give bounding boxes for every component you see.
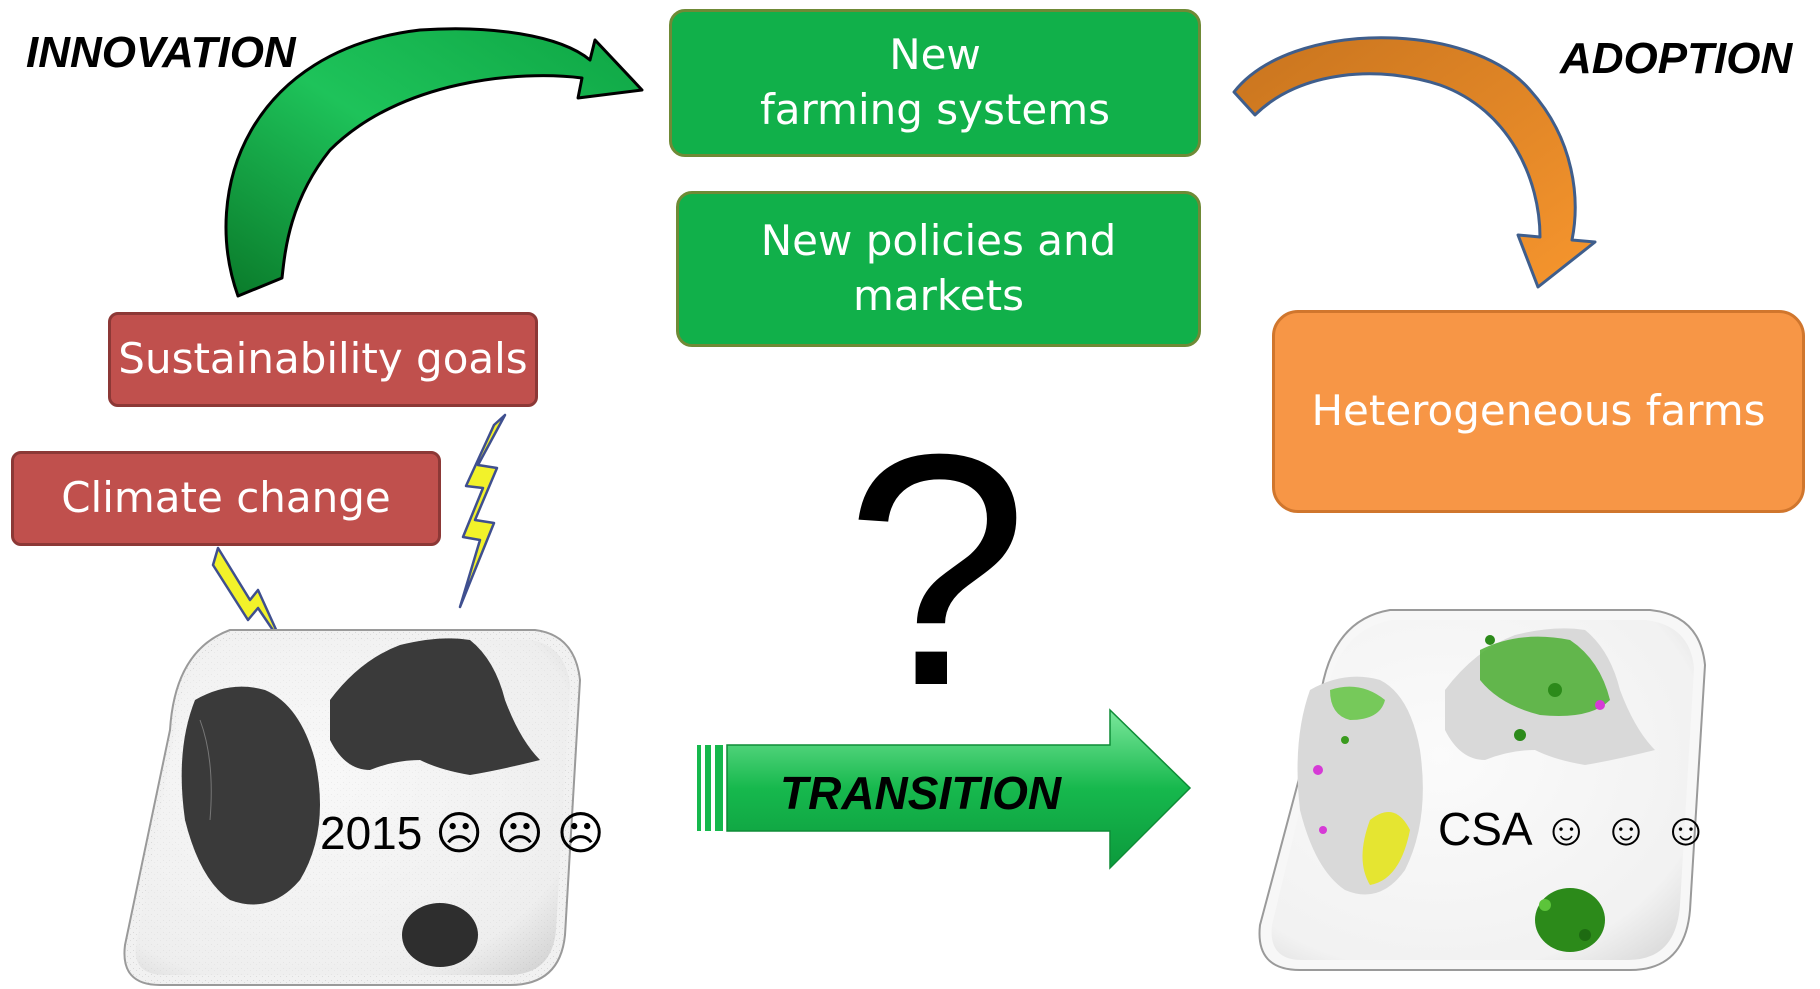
lightning-bolt-icon — [458, 413, 507, 609]
box-line: farming systems — [760, 85, 1110, 134]
question-mark: ? — [845, 385, 1029, 754]
map-2015 — [123, 629, 582, 986]
map-csa-caption: CSA ☺ ☺ ☺ — [1438, 803, 1710, 855]
new-farming-systems-box: New farming systems — [669, 9, 1201, 157]
lightning-bolt-icon — [211, 546, 285, 647]
map-2015-caption: 2015 ☹ ☹ ☹ — [320, 807, 605, 859]
sustainability-goals-box: Sustainability goals — [108, 312, 538, 407]
box-line: New policies and — [760, 216, 1117, 266]
heterogeneous-farms-box: Heterogeneous farms — [1272, 310, 1805, 513]
box-line: New — [889, 30, 981, 80]
map-csa — [1258, 609, 1707, 971]
climate-change-box: Climate change — [11, 451, 441, 546]
innovation-arrow — [224, 27, 644, 298]
box-line: markets — [853, 271, 1024, 320]
adoption-label: ADOPTION — [1560, 34, 1793, 83]
new-policies-markets-box: New policies and markets — [676, 191, 1201, 347]
adoption-arrow — [1232, 36, 1597, 289]
transition-arrow — [697, 708, 1192, 870]
transition-label: TRANSITION — [780, 767, 1062, 819]
innovation-label: INNOVATION — [26, 28, 296, 77]
